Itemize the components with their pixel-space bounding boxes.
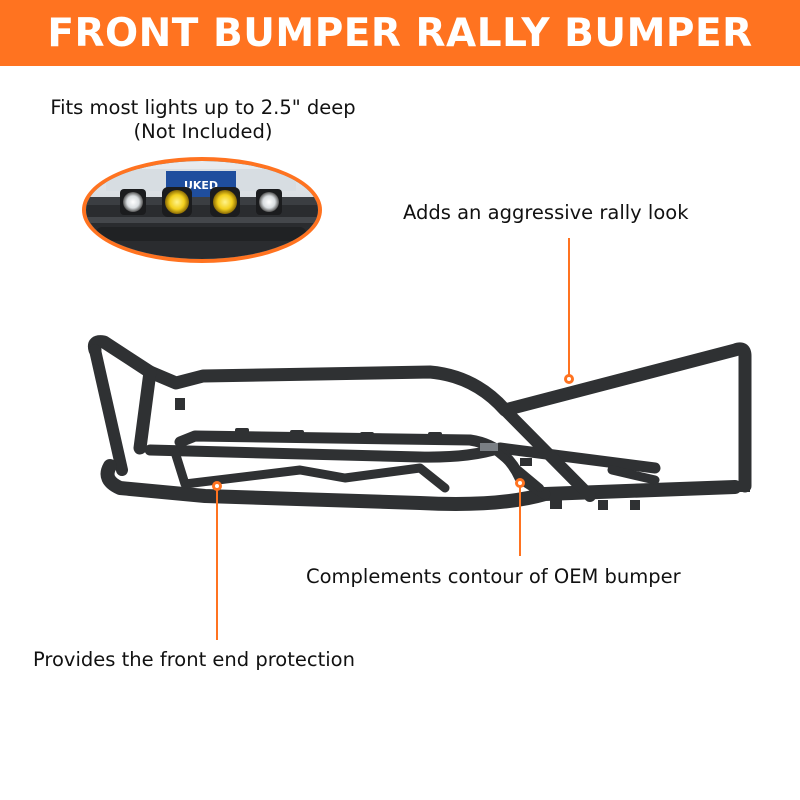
protection-marker-dot bbox=[212, 481, 222, 491]
light-detail-image: UKED bbox=[86, 161, 318, 259]
aggressive-leader-line bbox=[568, 238, 570, 378]
center-brace-tube bbox=[493, 448, 544, 492]
lights-note-line2: (Not Included) bbox=[133, 120, 273, 144]
contour-leader-line bbox=[519, 486, 521, 556]
inner-brace-tube bbox=[170, 447, 450, 493]
right-support-tube bbox=[499, 404, 596, 502]
light-pod-2 bbox=[162, 187, 192, 217]
light-detail-inset: UKED bbox=[82, 157, 322, 263]
contour-marker-dot bbox=[515, 478, 525, 488]
lights-note: Fits most lights up to 2.5" deep (Not In… bbox=[0, 96, 406, 145]
contour-callout: Complements contour of OEM bumper bbox=[306, 565, 681, 588]
left-side-tube bbox=[89, 344, 128, 476]
title-banner: FRONT BUMPER RALLY BUMPER bbox=[0, 0, 800, 66]
protection-leader-line bbox=[216, 488, 218, 640]
mounting-tabs bbox=[175, 398, 750, 510]
right-brace-tube bbox=[607, 465, 660, 485]
light-pod-3 bbox=[210, 187, 240, 217]
protection-callout: Provides the front end protection bbox=[33, 648, 355, 671]
light-pod-1 bbox=[120, 189, 146, 215]
middle-tube bbox=[144, 442, 661, 474]
lights-note-line1: Fits most lights up to 2.5" deep bbox=[50, 96, 356, 119]
aggressive-look-callout: Adds an aggressive rally look bbox=[403, 201, 689, 224]
license-plate-text: UKED bbox=[184, 179, 218, 192]
banner-title: FRONT BUMPER RALLY BUMPER bbox=[47, 10, 753, 56]
light-pod-4 bbox=[256, 189, 282, 215]
aggressive-marker-dot bbox=[564, 374, 574, 384]
lower-front-tube bbox=[100, 459, 742, 511]
